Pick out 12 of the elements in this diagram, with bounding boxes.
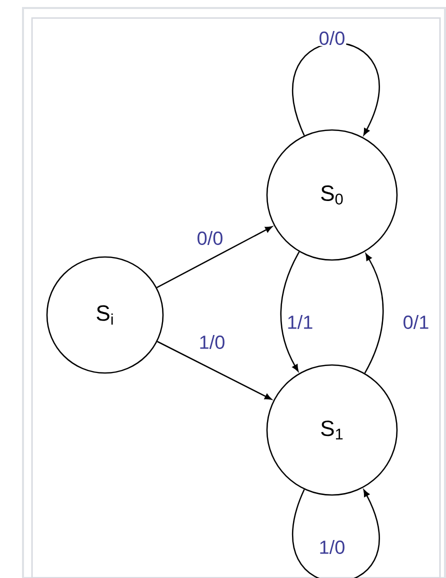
arrow — [292, 489, 380, 578]
arrow — [156, 226, 272, 288]
arrow — [292, 42, 380, 136]
edge-label: 0/1 — [404, 315, 428, 329]
edge-label: 1/0 — [200, 335, 224, 349]
edge-label: 1/0 — [320, 540, 344, 554]
arrow — [364, 253, 384, 374]
edge-label: 0/0 — [320, 31, 344, 45]
edge-label: 0/0 — [198, 231, 222, 245]
arrow — [280, 252, 300, 372]
arrow — [157, 340, 272, 400]
edge-label: 1/1 — [288, 315, 312, 329]
